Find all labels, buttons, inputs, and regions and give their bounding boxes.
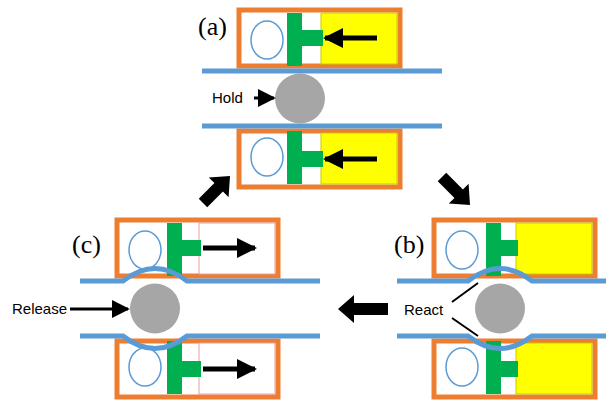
- piston: [287, 13, 302, 66]
- housing: [434, 220, 595, 276]
- ball: [130, 284, 180, 334]
- housing: [434, 341, 595, 397]
- force-arrow: [325, 36, 377, 41]
- force-arrow: [203, 367, 255, 372]
- empty-chamber: [199, 223, 275, 274]
- leader-line: [452, 283, 478, 302]
- membrane-loop: [251, 21, 283, 59]
- membrane-loop: [446, 231, 478, 269]
- housing: [239, 10, 400, 66]
- pressure-chamber: [321, 133, 397, 184]
- housing: [117, 341, 278, 397]
- leader-line: [452, 318, 478, 336]
- pointer-arrow: [254, 97, 274, 100]
- cycle-arrow: [438, 173, 470, 205]
- piston: [287, 131, 302, 184]
- tube-wall: [397, 269, 606, 282]
- tube-wall: [202, 69, 442, 74]
- force-arrow: [325, 157, 377, 162]
- housing: [117, 220, 278, 276]
- membrane-loop: [446, 348, 478, 386]
- state-label: Release: [12, 301, 67, 316]
- membrane-loop: [251, 138, 283, 176]
- piston: [167, 223, 182, 276]
- piston-stem: [501, 361, 518, 377]
- cycle-arrow: [338, 295, 388, 323]
- tube-wall: [80, 269, 320, 282]
- panel-label: (c): [72, 232, 101, 258]
- tube-wall: [202, 124, 442, 129]
- pointer-arrow: [70, 308, 128, 311]
- tube-wall: [397, 336, 606, 349]
- pressure-chamber: [516, 223, 592, 274]
- valve-panel: [397, 220, 606, 397]
- ball: [275, 74, 325, 124]
- force-arrow: [203, 246, 255, 251]
- piston-stem: [182, 240, 201, 256]
- housing: [239, 131, 400, 187]
- piston: [167, 341, 182, 394]
- piston-stem: [182, 361, 201, 377]
- panel-label: (a): [198, 14, 227, 40]
- empty-chamber: [199, 343, 275, 394]
- piston-stem: [302, 30, 323, 46]
- tube-wall: [80, 336, 320, 349]
- membrane-loop: [129, 231, 161, 269]
- membrane-loop: [129, 348, 161, 386]
- piston-stem: [302, 151, 323, 167]
- cycle-arrow: [199, 176, 230, 207]
- state-label: React: [404, 302, 443, 317]
- piston-stem: [501, 240, 518, 256]
- valve-panel: [202, 10, 442, 187]
- pressure-chamber: [321, 13, 397, 64]
- ball: [475, 284, 525, 334]
- state-label: Hold: [212, 90, 243, 105]
- pressure-chamber: [516, 343, 592, 394]
- panel-label: (b): [394, 232, 424, 258]
